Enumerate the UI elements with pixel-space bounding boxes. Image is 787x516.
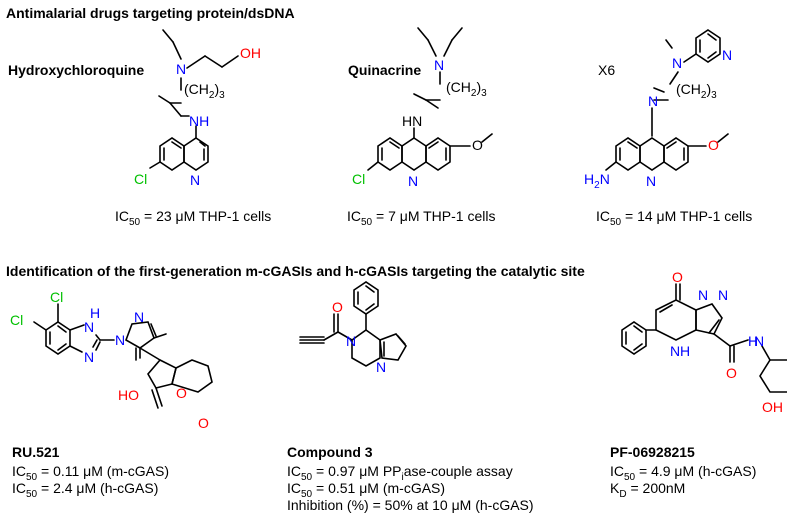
ru521-atom-cl1: Cl xyxy=(50,289,63,305)
section1-title: Antimalarial drugs targeting protein/dsD… xyxy=(6,5,295,21)
compound3-inhibition: Inhibition (%) = 50% at 10 μM (h-cGAS) xyxy=(287,497,534,513)
ru521-atom-ho: HO xyxy=(118,387,139,403)
svg-text:H2N: H2N xyxy=(584,171,610,191)
pf-atom-o-amide: O xyxy=(726,365,737,381)
hcq-atom-n2: N xyxy=(190,172,200,188)
ru521-name: RU.521 xyxy=(12,444,60,460)
pf-atom-o-carbonyl: O xyxy=(672,269,683,285)
quinacrine-name: Quinacrine xyxy=(348,62,422,78)
pf-atom-oh: OH xyxy=(762,399,783,415)
quinacrine-atom-o: O xyxy=(472,137,483,153)
x6-atom-n3: N xyxy=(648,93,658,109)
pf-atom-h1: H xyxy=(680,343,690,359)
quinacrine-atom-cl: Cl xyxy=(352,171,365,187)
pf-atom-n1: N xyxy=(698,287,708,303)
ru521-ic50-h: IC50 = 2.4 μM (h-cGAS) xyxy=(12,480,159,500)
hcq-atom-n1: N xyxy=(176,61,186,77)
ru521-atom-o1: O xyxy=(176,385,187,401)
ru521-atom-n3: N xyxy=(115,332,125,348)
x6-atom-n-ring: N xyxy=(646,173,656,189)
x6-ic50: IC50 = 14 μM THP-1 cells xyxy=(596,208,753,228)
ru521-ic50-m: IC50 = 0.11 μM (m-cGAS) xyxy=(12,463,170,483)
svg-text:(CH2)3: (CH2)3 xyxy=(184,81,225,101)
hcq-atom-nh: NH xyxy=(189,113,209,129)
compound3-name: Compound 3 xyxy=(287,444,373,460)
compound3-atom-n2: N xyxy=(376,359,386,375)
compound3-ic50-m: IC50 = 0.51 μM (m-cGAS) xyxy=(287,480,446,500)
ru521-atom-o2: O xyxy=(198,415,209,431)
quinacrine-atom-hn: HN xyxy=(402,113,422,129)
ru521-atom-h: H xyxy=(90,305,100,321)
svg-text:(CH2)3: (CH2)3 xyxy=(676,81,717,101)
ru521-atom-n2: N xyxy=(84,349,94,365)
ru521-atom-cl2: Cl xyxy=(10,312,23,328)
section2-title: Identification of the first-generation m… xyxy=(6,263,585,279)
ru521-atom-nh: N xyxy=(84,319,94,335)
quinacrine-atom-n2: N xyxy=(408,173,418,189)
pf06928215-kd: KD = 200nM xyxy=(610,480,686,500)
pf-atom-h2: H xyxy=(748,333,758,349)
hcq-atom-cl: Cl xyxy=(134,171,147,187)
pf06928215-name: PF-06928215 xyxy=(610,444,695,460)
compound3-ic50-ppiase: IC50 = 0.97 μM PPiase-couple assay xyxy=(287,463,513,483)
x6-atom-n2: N xyxy=(672,55,682,71)
pf-atom-n-amide: N xyxy=(754,333,764,349)
hydroxychloroquine-name: Hydroxychloroquine xyxy=(8,62,145,78)
x6-name: X6 xyxy=(598,62,616,78)
svg-text:(CH2)3: (CH2)3 xyxy=(446,79,487,99)
hcq-atom-oh: OH xyxy=(240,45,261,61)
pf-atom-n3: N xyxy=(670,343,680,359)
pf-atom-n2: N xyxy=(718,287,728,303)
quinacrine-ic50: IC50 = 7 μM THP-1 cells xyxy=(347,208,496,228)
compound3-atom-n1: N xyxy=(346,333,356,349)
compound3-atom-o: O xyxy=(332,299,343,315)
x6-atom-o: O xyxy=(708,137,719,153)
x6-atom-n-pyridine: N xyxy=(722,47,732,63)
pf06928215-ic50: IC50 = 4.9 μM (h-cGAS) xyxy=(610,463,757,483)
ru521-atom-n4: N xyxy=(134,309,144,325)
quinacrine-atom-n1: N xyxy=(434,57,444,73)
hydroxychloroquine-ic50: IC50 = 23 μM THP-1 cells xyxy=(115,208,272,228)
